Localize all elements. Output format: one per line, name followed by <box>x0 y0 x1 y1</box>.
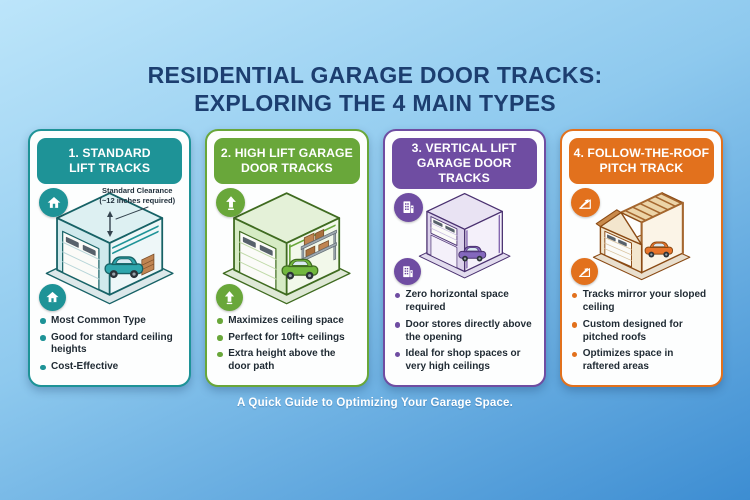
building-icon <box>393 258 421 286</box>
home-icon <box>39 283 66 311</box>
card-title-line2: GARAGE DOOR TRACKS <box>416 155 512 185</box>
list-item: Good for standard ceiling heights <box>38 332 181 358</box>
card-title-line2: DOOR TRACKS <box>240 161 333 175</box>
page-title-line2: EXPLORING THE 4 MAIN TYPES <box>194 89 556 116</box>
list-item: Tracks mirror your sloped ceiling <box>570 289 713 315</box>
garage-isometric-drawing <box>222 192 351 305</box>
card-header: 1. STANDARD LIFT TRACKS <box>37 138 183 184</box>
slope-icon <box>570 188 600 217</box>
standard-lift-illustration: Standard Clearance (~12 inches required) <box>37 186 182 311</box>
list-item: Optimizes space in raftered areas <box>570 348 713 374</box>
cards-row: 1. STANDARD LIFT TRACKS <box>28 129 723 387</box>
card-title-line2: LIFT TRACKS <box>69 161 151 175</box>
list-item: Most Common Type <box>38 315 181 328</box>
high-lift-illustration <box>214 186 359 311</box>
list-item: Door stores directly above the opening <box>393 319 536 345</box>
feature-list: Most Common Type Good for standard ceili… <box>38 315 181 378</box>
list-item: Cost-Effective <box>38 361 181 374</box>
card-title-line1: 4. FOLLOW-THE-ROOF <box>573 146 710 161</box>
home-icon <box>39 188 68 217</box>
page-title: RESIDENTIAL GARAGE DOOR TRACKS: EXPLORIN… <box>0 62 750 117</box>
list-item: Maximizes ceiling space <box>215 315 358 328</box>
card-vertical-lift-garage-door-tracks: 3. VERTICAL LIFT GARAGE DOOR TRACKS <box>382 129 546 387</box>
car-drawing <box>104 256 144 279</box>
card-title-line1: 1. STANDARD <box>68 146 151 161</box>
list-item: Ideal for shop spaces or very high ceili… <box>393 348 536 374</box>
garage-isometric-drawing <box>592 192 691 281</box>
slope-icon <box>570 258 598 286</box>
card-follow-the-roof-pitch-track: 4. FOLLOW-THE-ROOF PITCH TRACK <box>559 129 723 387</box>
vertical-lift-illustration <box>392 191 537 286</box>
car-drawing <box>457 245 486 262</box>
card-title-line2: PITCH TRACK <box>599 161 684 175</box>
list-item: Zero horizontal space required <box>393 289 536 315</box>
garage-isometric-drawing <box>418 192 510 279</box>
up-arrow-icon <box>216 188 246 217</box>
card-high-lift-garage-door-tracks: 2. HIGH LIFT GARAGE DOOR TRACKS <box>205 129 369 387</box>
card-header: 2. HIGH LIFT GARAGE DOOR TRACKS <box>214 138 360 184</box>
pitched-roof-illustration <box>569 186 714 286</box>
feature-list: Zero horizontal space required Door stor… <box>393 289 536 378</box>
list-item: Perfect for 10ft+ ceilings <box>215 332 358 345</box>
up-arrow-icon <box>216 283 244 311</box>
card-header: 4. FOLLOW-THE-ROOF PITCH TRACK <box>568 138 714 184</box>
feature-list: Maximizes ceiling space Perfect for 10ft… <box>215 315 358 378</box>
footer-caption: A Quick Guide to Optimizing Your Garage … <box>236 397 514 409</box>
car-drawing <box>644 241 673 258</box>
list-item: Custom designed for pitched roofs <box>570 319 713 345</box>
list-item: Extra height above the door path <box>215 348 358 374</box>
feature-list: Tracks mirror your sloped ceiling Custom… <box>570 289 713 378</box>
clearance-annotation: Standard Clearance (~12 inches required) <box>99 186 176 205</box>
card-title-line1: 3. VERTICAL LIFT <box>411 141 517 155</box>
card-title-line1: 2. HIGH LIFT GARAGE <box>220 146 353 161</box>
garage-isometric-drawing <box>45 192 174 305</box>
building-icon <box>393 192 423 222</box>
card-standard-lift-tracks: 1. STANDARD LIFT TRACKS <box>28 129 192 387</box>
car-drawing <box>281 258 319 280</box>
page-title-line1: RESIDENTIAL GARAGE DOOR TRACKS: <box>147 62 603 88</box>
clearance-pointer-arrow <box>107 206 149 237</box>
card-header: 3. VERTICAL LIFT GARAGE DOOR TRACKS <box>391 138 537 189</box>
